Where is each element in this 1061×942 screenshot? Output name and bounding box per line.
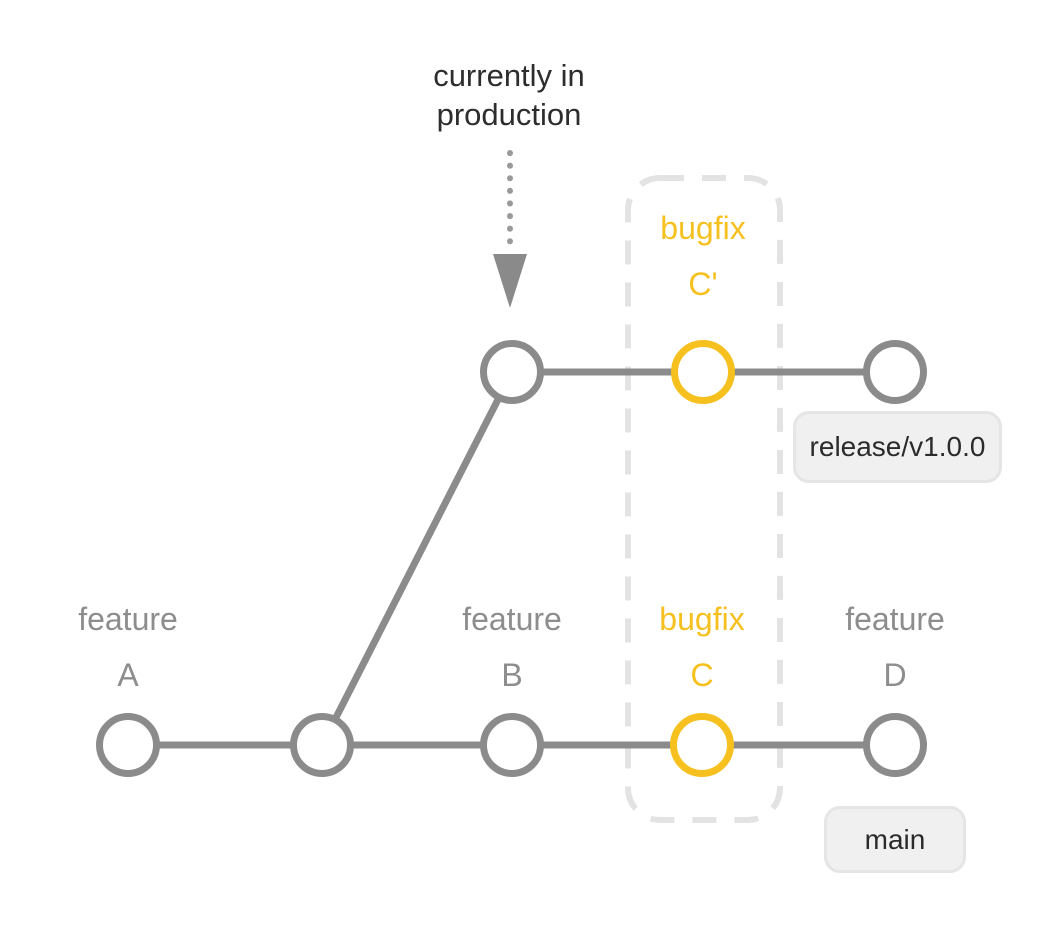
label-bugfix-c-line1: bugfix	[659, 601, 745, 637]
commit-node-bugfix-c-prime	[671, 340, 735, 404]
production-annotation: currently in production	[349, 56, 669, 134]
label-bugfix-c: bugfix C	[592, 591, 812, 703]
branch-tag-release: release/v1.0.0	[793, 411, 1002, 483]
production-arrowhead-icon	[493, 254, 527, 308]
bugfix-highlight-dashed-box	[625, 175, 783, 823]
branch-tag-release-label: release/v1.0.0	[809, 431, 986, 462]
commit-node-feature-a	[96, 713, 160, 777]
label-bugfix-c-prime-line2: C'	[688, 266, 718, 302]
label-feature-b-line1: feature	[462, 601, 562, 637]
commit-node-branch-point	[290, 713, 354, 777]
label-feature-a-line1: feature	[78, 601, 178, 637]
commit-node-release-head	[863, 340, 927, 404]
branch-tag-main: main	[824, 806, 966, 873]
label-bugfix-c-prime: bugfix C'	[593, 200, 813, 312]
label-feature-d-line1: feature	[845, 601, 945, 637]
commit-node-bugfix-c	[670, 713, 734, 777]
branch-tag-main-label: main	[864, 823, 926, 855]
label-feature-a-line2: A	[117, 657, 139, 693]
branch-off-diagonal-line	[318, 370, 516, 747]
commit-node-release-start	[480, 340, 544, 404]
label-bugfix-c-line2: C	[690, 657, 714, 693]
label-feature-d: feature D	[785, 591, 1005, 703]
label-feature-b-line2: B	[501, 657, 523, 693]
commit-node-feature-d	[863, 713, 927, 777]
label-bugfix-c-prime-line1: bugfix	[660, 210, 746, 246]
production-annotation-line2: production	[436, 97, 582, 132]
commit-node-feature-b	[480, 713, 544, 777]
production-annotation-line1: currently in	[433, 58, 585, 93]
label-feature-b: feature B	[402, 591, 622, 703]
label-feature-d-line2: D	[883, 657, 907, 693]
label-feature-a: feature A	[18, 591, 238, 703]
